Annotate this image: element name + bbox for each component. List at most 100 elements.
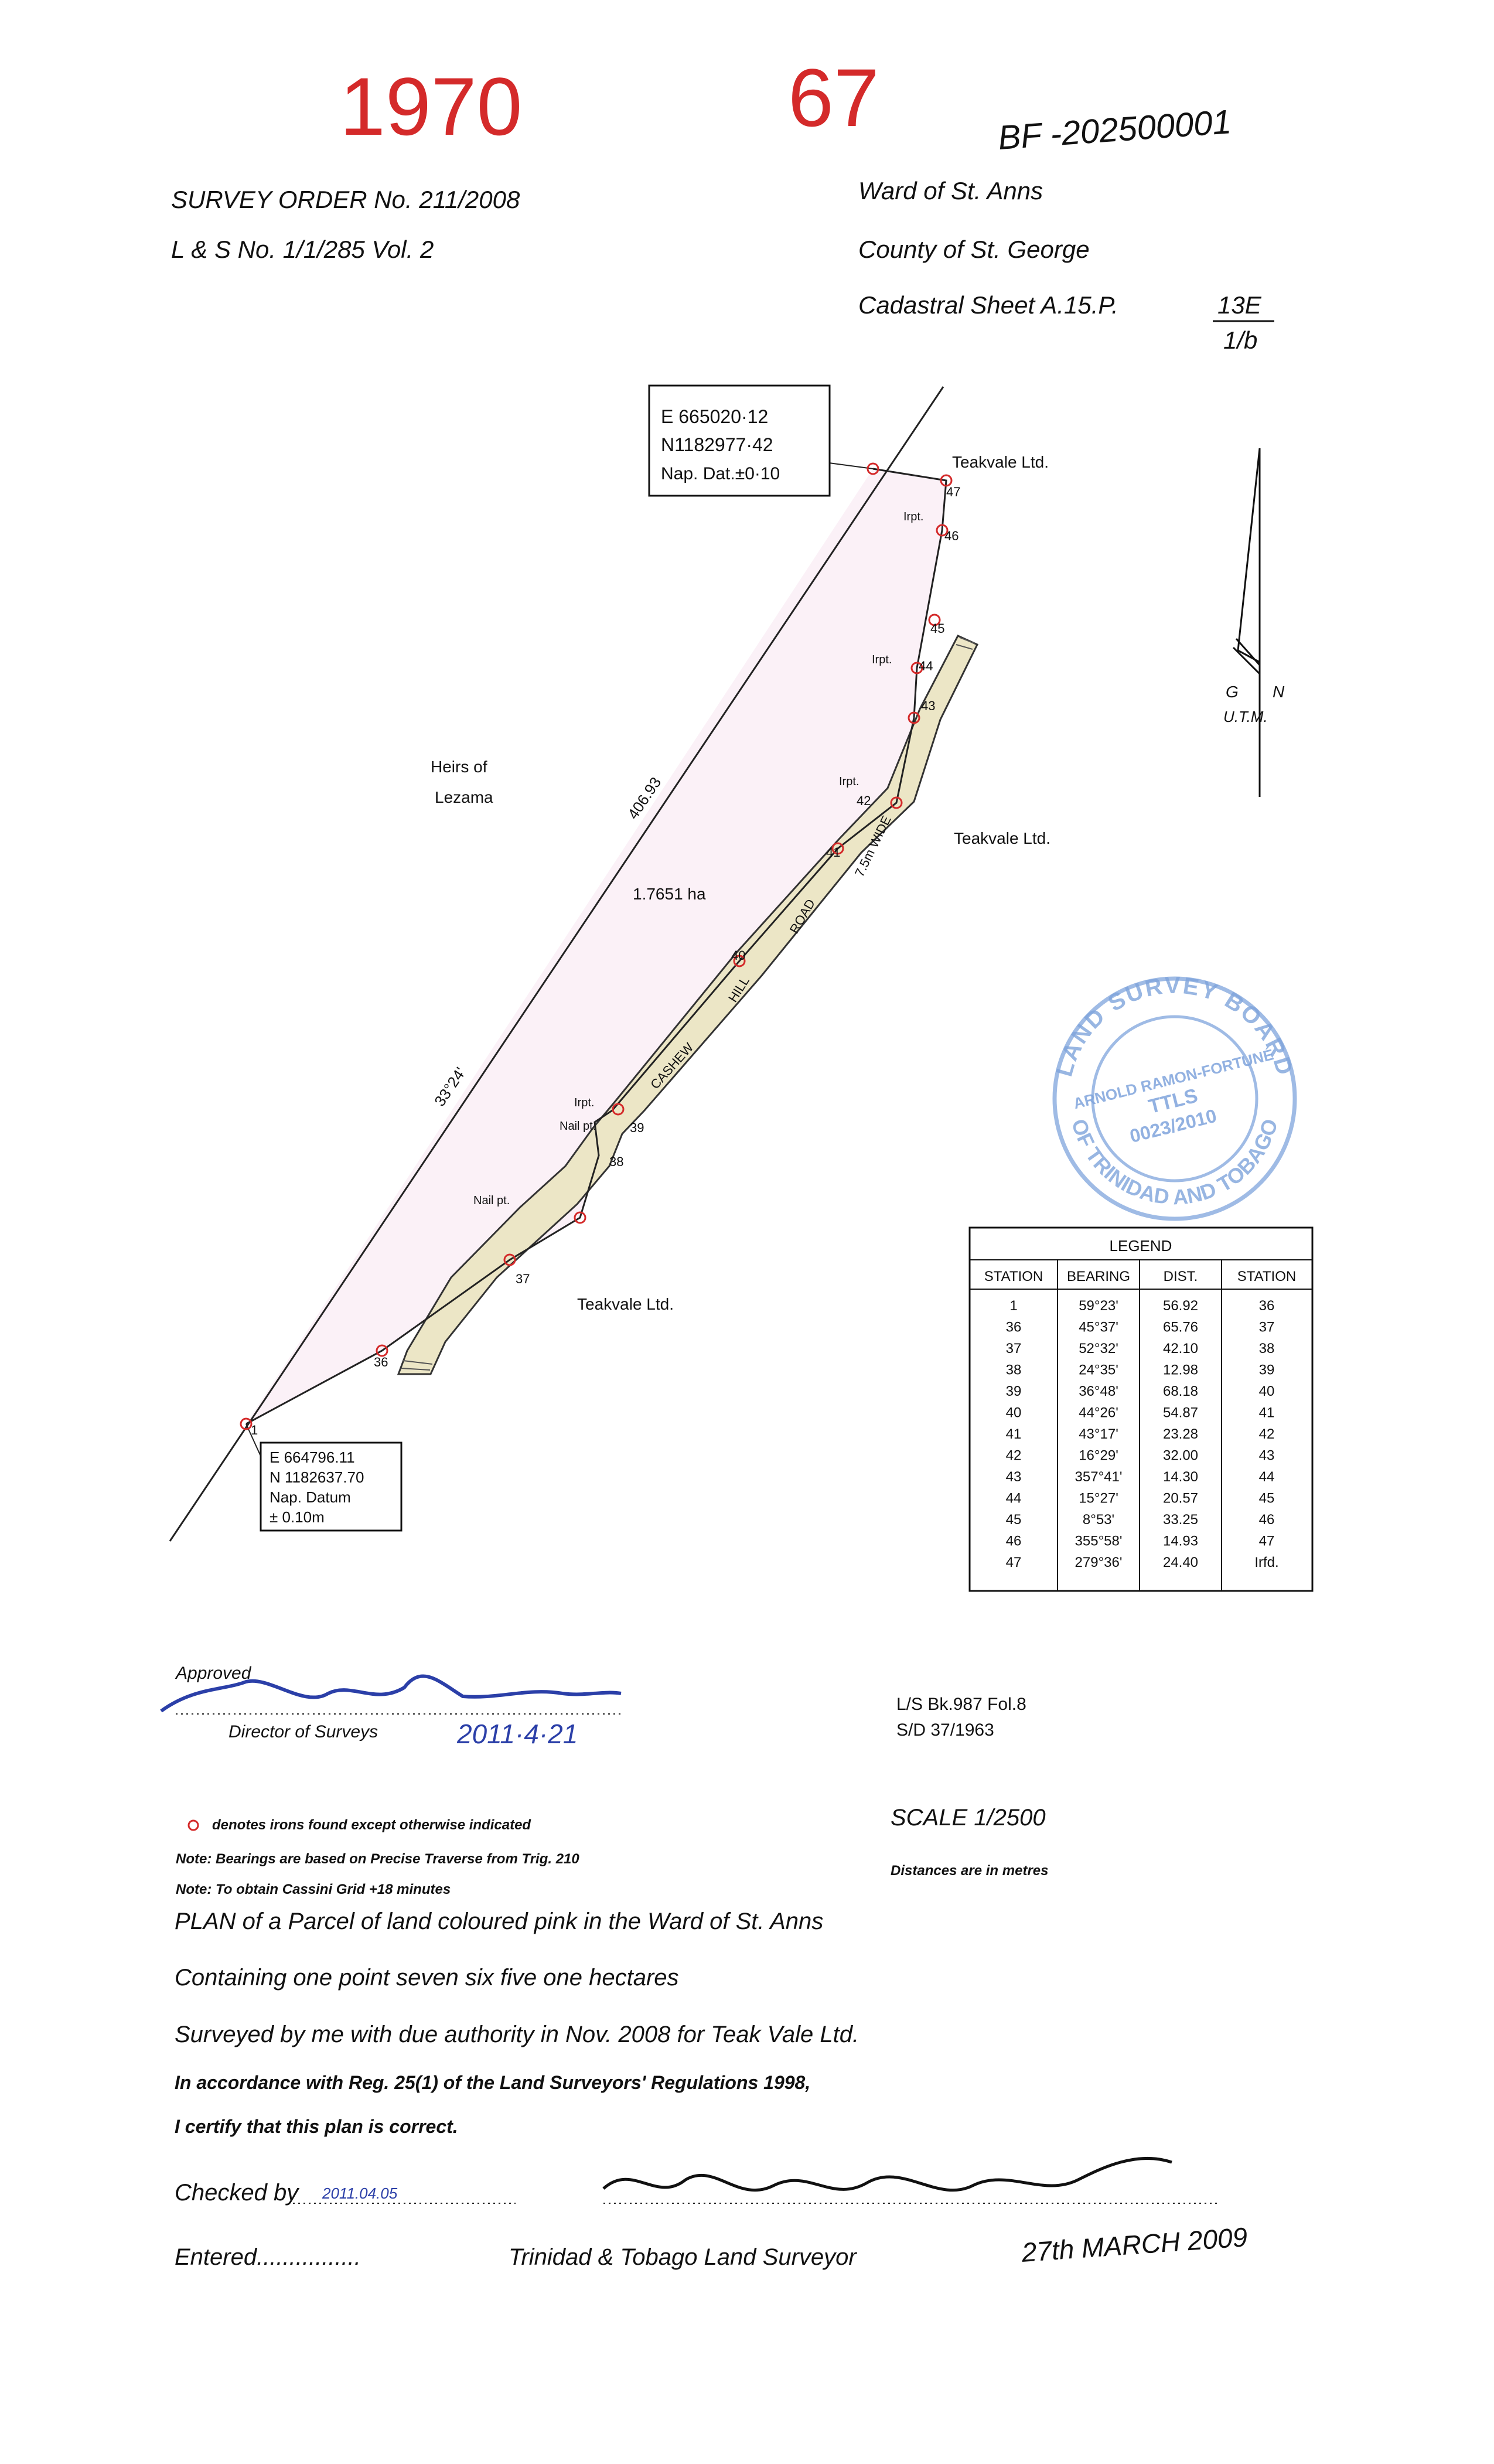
cashew-hill-road xyxy=(397,635,979,1375)
legend-cell-distance: 14.93 xyxy=(1163,1533,1198,1549)
bottom-coordinate-box: E 664796.11 N 1182637.70 Nap. Datum ± 0.… xyxy=(260,1441,403,1532)
legend-cell-station-to: 43 xyxy=(1259,1448,1275,1464)
station-note-37: Nail pt. xyxy=(473,1194,510,1207)
surveyed-statement: Surveyed by me with due authority in Nov… xyxy=(175,2022,859,2047)
signing-date-handwritten: 27th MARCH 2009 xyxy=(1020,2221,1249,2268)
legend-cell-station-from: 44 xyxy=(1006,1491,1022,1507)
reference-number-handwritten: BF -202500001 xyxy=(997,103,1232,157)
legend-cell-station-to: 46 xyxy=(1259,1512,1275,1528)
regulation-statement: In accordance with Reg. 25(1) of the Lan… xyxy=(175,2072,810,2093)
station-marker-39 xyxy=(612,1103,625,1116)
legend-cell-station-to: 44 xyxy=(1259,1469,1275,1485)
legend-cell-station-from: 37 xyxy=(1006,1341,1022,1357)
bearings-note: Note: Bearings are based on Precise Trav… xyxy=(176,1851,579,1867)
parcel-area-label: 1.7651 ha xyxy=(633,885,706,903)
surveyor-signature xyxy=(602,2156,1172,2192)
cadastral-sheet-numerator: 13E xyxy=(1217,291,1262,319)
legend-header-station-from: STATION xyxy=(984,1269,1043,1284)
approval-date-handwritten: 2011·4·21 xyxy=(456,1719,578,1749)
distances-note: Distances are in metres xyxy=(891,1863,1048,1879)
surveyor-title: Trinidad & Tobago Land Surveyor xyxy=(509,2244,857,2270)
legend-cell-station-to: 45 xyxy=(1259,1491,1275,1507)
legend-cell-station-from: 1 xyxy=(1009,1298,1017,1314)
legend-cell-bearing: 8°53' xyxy=(1083,1512,1114,1528)
legend-cell-station-to: 37 xyxy=(1259,1320,1275,1335)
legend-cell-station-from: 47 xyxy=(1006,1555,1022,1570)
station-marker-1 xyxy=(240,1417,253,1430)
legend-cell-distance: 32.00 xyxy=(1163,1448,1198,1464)
legend-cell-bearing: 357°41' xyxy=(1075,1469,1123,1485)
owner-label-top: Teakvale Ltd. xyxy=(952,453,1049,471)
top-coordinate-northing: N1182977·42 xyxy=(661,434,773,455)
legend-cell-bearing: 45°37' xyxy=(1079,1320,1118,1335)
legend-cell-bearing: 59°23' xyxy=(1079,1298,1118,1314)
station-note-44: Irpt. xyxy=(872,653,892,666)
legend-cell-station-from: 41 xyxy=(1006,1426,1022,1442)
containing-statement: Containing one point seven six five one … xyxy=(175,1965,679,1991)
legend-cell-station-to: 41 xyxy=(1259,1405,1275,1421)
approved-label: Approved xyxy=(175,1664,252,1683)
station-note-39: Irpt. xyxy=(574,1096,594,1109)
cassini-note: Note: To obtain Cassini Grid +18 minutes xyxy=(176,1882,451,1897)
scale-label: SCALE 1/2500 xyxy=(891,1805,1046,1831)
station-label-47: 47 xyxy=(946,485,960,499)
legend-cell-distance: 65.76 xyxy=(1163,1320,1198,1335)
legend-cell-bearing: 52°32' xyxy=(1079,1341,1118,1357)
station-marker-42 xyxy=(890,796,903,809)
sd-reference: S/D 37/1963 xyxy=(896,1720,994,1740)
legend-cell-distance: 56.92 xyxy=(1163,1298,1198,1314)
checked-date-handwritten: 2011.04.05 xyxy=(322,2184,398,2202)
legend-cell-station-from: 36 xyxy=(1006,1320,1022,1335)
legend-cell-bearing: 355°58' xyxy=(1075,1533,1123,1549)
leader-line-top-coordinate xyxy=(828,462,874,469)
station-label-37: 37 xyxy=(516,1272,530,1286)
station-label-40: 40 xyxy=(731,948,745,963)
legend-cell-distance: 12.98 xyxy=(1163,1362,1198,1378)
top-coordinate-datum: Nap. Dat.±0·10 xyxy=(661,464,780,483)
sheet-number-stamp: 67 xyxy=(788,52,879,144)
station-label-39: 39 xyxy=(630,1120,644,1135)
legend-cell-distance: 54.87 xyxy=(1163,1405,1198,1421)
road-end-hatching xyxy=(400,637,975,1371)
legend-cell-station-from: 38 xyxy=(1006,1362,1022,1378)
legend-cell-station-from: 40 xyxy=(1006,1405,1022,1421)
legend-cell-bearing: 43°17' xyxy=(1079,1426,1118,1442)
owner-label-bottom: Teakvale Ltd. xyxy=(577,1295,674,1313)
legend-cell-bearing: 16°29' xyxy=(1079,1448,1118,1464)
legend-cell-distance: 33.25 xyxy=(1163,1512,1198,1528)
legend-cell-distance: 68.18 xyxy=(1163,1383,1198,1399)
director-signature xyxy=(160,1674,622,1713)
plan-number-stamp: 1970 xyxy=(340,60,522,152)
station-marker-44 xyxy=(910,662,923,674)
station-note-38: Nail pt. xyxy=(560,1120,596,1133)
legend-cell-bearing: 15°27' xyxy=(1079,1491,1118,1507)
parcel-boundary xyxy=(245,468,947,1425)
ward-name: Ward of St. Anns xyxy=(858,177,1043,205)
heirs-label: Heirs of xyxy=(431,758,487,776)
legend-cell-distance: 24.40 xyxy=(1163,1555,1198,1570)
legend-cell-bearing: 279°36' xyxy=(1075,1555,1123,1570)
diagonal-boundary-line xyxy=(169,386,944,1542)
legend-header-station-to: STATION xyxy=(1237,1269,1296,1284)
owner-label-right: Teakvale Ltd. xyxy=(954,829,1050,847)
entered-label: Entered................ xyxy=(175,2244,361,2270)
legend-title: LEGEND xyxy=(1110,1237,1172,1255)
legend-cell-bearing: 36°48' xyxy=(1079,1383,1118,1399)
land-survey-board-seal: LAND SURVEY BOARD OF TRINIDAD AND TOBAGO… xyxy=(1051,973,1297,1221)
legend-cell-station-from: 45 xyxy=(1006,1512,1022,1528)
legend-cell-station-to: 47 xyxy=(1259,1533,1275,1549)
station-label-42: 42 xyxy=(857,793,871,808)
station-marker-47 xyxy=(940,474,953,487)
top-coordinate-easting: E 665020·12 xyxy=(661,406,768,427)
ls-number: L & S No. 1/1/285 Vol. 2 xyxy=(171,236,434,263)
station-marker-40 xyxy=(733,955,746,967)
legend-header-bearing: BEARING xyxy=(1067,1269,1130,1284)
legend-cell-station-to: 40 xyxy=(1259,1383,1275,1399)
county-name: County of St. George xyxy=(858,236,1090,263)
certification-statement: I certify that this plan is correct. xyxy=(175,2116,458,2137)
legend-cell-bearing: 24°35' xyxy=(1079,1362,1118,1378)
legend-cell-station-from: 43 xyxy=(1006,1469,1022,1485)
legend-cell-station-from: 42 xyxy=(1006,1448,1022,1464)
